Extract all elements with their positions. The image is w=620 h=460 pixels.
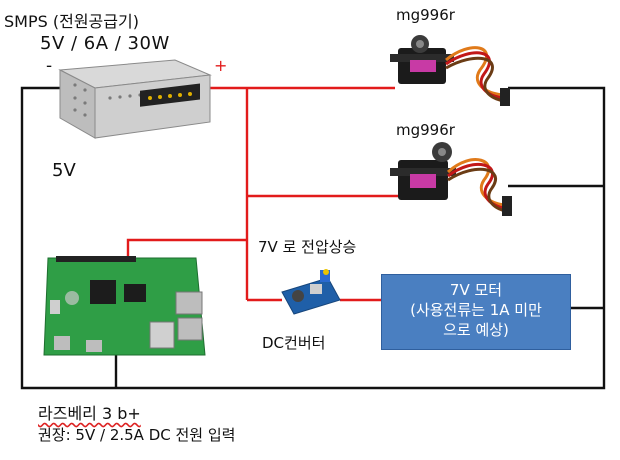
dc-converter-board [281, 269, 341, 315]
pi-power-recommendation: 권장: 5V / 2.5A DC 전원 입력 [38, 426, 236, 444]
servo-motor-1 [390, 35, 510, 106]
ground-wires [20, 86, 606, 390]
servo-1-label: mg996r [396, 6, 455, 24]
boost-label: 7V 로 전압상승 [258, 238, 357, 256]
motor-line-1: 7V 모터 [449, 281, 503, 299]
smps-title: SMPS (전원공급기) [4, 12, 139, 31]
positive-wires [126, 86, 398, 302]
motor-box: 7V 모터 (사용전류는 1A 미만 으로 예상) [381, 274, 571, 350]
smps-output-voltage: 5V [52, 160, 76, 181]
smps-power-supply [58, 59, 212, 139]
smps-minus-terminal: - [46, 56, 53, 76]
positive-wire-pi [126, 238, 247, 258]
servo-motor-2 [390, 142, 512, 216]
smps-rating: 5V / 6A / 30W [40, 33, 170, 54]
ground-wire-loop [20, 86, 606, 390]
raspberry-pi-board [43, 256, 206, 356]
pi-name: 라즈베리 3 b+ [38, 404, 141, 423]
motor-line-3: 으로 예상) [443, 321, 509, 339]
servo-2-label: mg996r [396, 121, 455, 139]
smps-plus-terminal: + [214, 56, 228, 75]
motor-line-2: (사용전류는 1A 미만 [410, 301, 542, 319]
dc-converter-label: DC컨버터 [262, 334, 326, 352]
